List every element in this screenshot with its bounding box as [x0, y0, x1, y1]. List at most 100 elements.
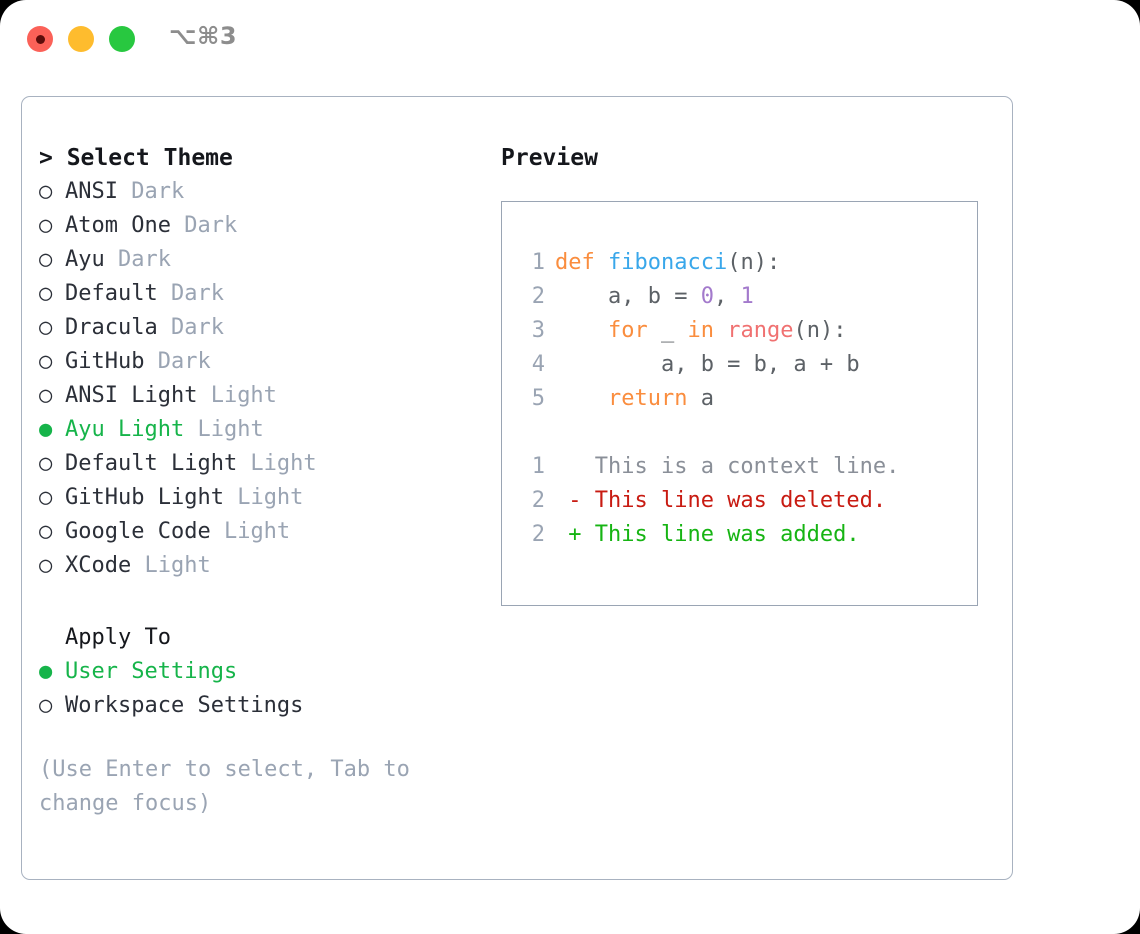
- code-token: + This line was added.: [555, 522, 860, 547]
- code-token: a, b =: [555, 284, 701, 309]
- radio-unselected-icon: ○: [39, 693, 53, 718]
- theme-item-ansi[interactable]: ○ ANSI Dark: [39, 175, 479, 209]
- code-token: range: [727, 318, 794, 343]
- preview-heading: Preview: [501, 145, 598, 171]
- theme-variant-label: Dark: [157, 315, 224, 340]
- theme-item-label: ANSI: [65, 179, 118, 204]
- close-button[interactable]: [27, 26, 53, 52]
- code-token: 1: [740, 284, 754, 309]
- theme-variant-label: Dark: [144, 349, 211, 374]
- radio-unselected-icon: ○: [39, 315, 53, 340]
- theme-variant-label: Dark: [157, 281, 224, 306]
- code-line: 4 a, b = b, a + b: [519, 348, 977, 382]
- theme-variant-label: Dark: [117, 179, 185, 204]
- code-token: [555, 386, 608, 411]
- line-number: 5: [531, 386, 545, 411]
- theme-item-label: Default: [65, 281, 158, 306]
- radio-unselected-icon: ○: [39, 553, 53, 578]
- code-line: 2 a, b = 0, 1: [519, 280, 977, 314]
- theme-item-label: Default Light: [65, 451, 238, 476]
- code-token: in: [687, 318, 714, 343]
- line-number: 2: [531, 522, 545, 547]
- theme-item-ayu[interactable]: ○Ayu Dark: [39, 243, 479, 277]
- theme-variant-label: Light: [210, 519, 291, 544]
- keyboard-hint-text: (Use Enter to select, Tab to change focu…: [39, 757, 424, 816]
- code-token: a: [687, 386, 714, 411]
- radio-unselected-icon: ○: [39, 451, 53, 476]
- line-number: 1: [531, 454, 545, 479]
- radio-unselected-icon: ○: [39, 281, 53, 306]
- code-line: 5 return a: [519, 382, 977, 416]
- minimize-button[interactable]: [68, 26, 94, 52]
- apply-to-list: ● User Settings ○ Workspace Settings: [39, 655, 479, 723]
- code-line: 3 for _ in range(n):: [519, 314, 977, 348]
- radio-unselected-icon: ○: [39, 383, 53, 408]
- code-token: fibonacci: [607, 250, 728, 275]
- radio-unselected-icon: ○: [39, 213, 53, 238]
- theme-item-github[interactable]: ○GitHub Dark: [39, 345, 479, 379]
- code-token: - This line was deleted.: [555, 488, 887, 513]
- line-number: 2: [531, 284, 545, 309]
- traffic-light-controls: [27, 26, 135, 52]
- theme-item-default-light[interactable]: ○ Default Light Light: [39, 447, 479, 481]
- code-line: 1 def fibonacci(n):: [519, 246, 977, 280]
- theme-item-github-light[interactable]: ○ GitHub Light Light: [39, 481, 479, 515]
- theme-item-ayu-light[interactable]: ● Ayu Light Light: [39, 413, 479, 447]
- code-token: for: [607, 318, 648, 343]
- maximize-button[interactable]: [109, 26, 135, 52]
- theme-item-ansi-light[interactable]: ○ ANSI Light Light: [39, 379, 479, 413]
- diff-line: 2 + This line was added.: [519, 518, 977, 552]
- line-number: 2: [531, 488, 545, 513]
- theme-variant-label: Dark: [104, 247, 171, 272]
- diff-sample: 1 This is a context line.2 - This line w…: [519, 450, 977, 552]
- radio-unselected-icon: ○: [39, 485, 53, 510]
- theme-variant-label: Light: [237, 451, 317, 476]
- theme-variant-label: Light: [223, 485, 304, 510]
- theme-item-google-code[interactable]: ○ Google Code Light: [39, 515, 479, 549]
- theme-item-default[interactable]: ○ Default Dark: [39, 277, 479, 311]
- theme-item-label: GitHub: [65, 349, 145, 374]
- code-token: return: [607, 386, 688, 411]
- line-number: 1: [531, 250, 545, 275]
- theme-item-xcode[interactable]: ○ XCode Light: [39, 549, 479, 583]
- theme-item-atom-one[interactable]: ○ Atom One Dark: [39, 209, 479, 243]
- apply-to-item-label: User Settings: [65, 659, 238, 684]
- theme-item-label: Google Code: [65, 519, 211, 544]
- radio-unselected-icon: ○: [39, 247, 53, 272]
- theme-variant-label: Light: [131, 553, 211, 578]
- theme-item-label: Ayu Light: [65, 417, 185, 442]
- theme-item-label: GitHub Light: [65, 485, 224, 510]
- line-number: 4: [531, 352, 545, 377]
- diff-line: 2 - This line was deleted.: [519, 484, 977, 518]
- theme-item-dracula[interactable]: ○Dracula Dark: [39, 311, 479, 345]
- theme-item-label: XCode: [65, 553, 132, 578]
- code-token: (n):: [727, 250, 781, 275]
- radio-selected-icon: ●: [39, 659, 53, 684]
- diff-line: 1 This is a context line.: [519, 450, 977, 484]
- code-token: _: [647, 318, 688, 343]
- section-spacer: [39, 583, 479, 621]
- theme-variant-label: Dark: [170, 213, 238, 238]
- radio-unselected-icon: ○: [39, 519, 53, 544]
- theme-picker-panel: > Select Theme ○ANSI Dark○Atom One Dark○…: [21, 96, 1013, 880]
- radio-selected-icon: ●: [39, 417, 53, 442]
- radio-unselected-icon: ○: [39, 179, 53, 204]
- line-number: 3: [531, 318, 545, 343]
- select-theme-heading: > Select Theme: [39, 145, 233, 171]
- theme-variant-label: Light: [197, 383, 277, 408]
- theme-variant-label: Light: [184, 417, 264, 442]
- code-token: ,: [713, 284, 741, 309]
- apply-to-item-label: Workspace Settings: [65, 693, 304, 718]
- theme-list: ○ANSI Dark○Atom One Dark○Ayu Dark○Defaul…: [39, 175, 479, 583]
- code-token: (n):: [793, 318, 847, 343]
- code-token: def: [555, 250, 608, 275]
- apply-to-item-user-settings[interactable]: ● User Settings: [39, 655, 479, 689]
- code-token: 0: [700, 284, 714, 309]
- code-token: [714, 318, 727, 343]
- apply-to-item-workspace-settings[interactable]: ○ Workspace Settings: [39, 689, 479, 723]
- theme-item-label: Atom One: [65, 213, 171, 238]
- theme-item-label: ANSI Light: [65, 383, 198, 408]
